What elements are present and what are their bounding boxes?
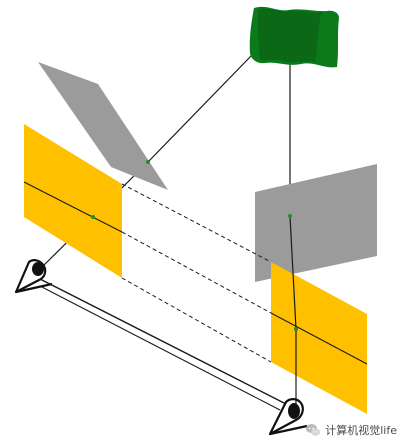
dashed-line-bottom [121, 277, 272, 363]
green-object-shade [258, 8, 322, 63]
watermark-text: 计算机视觉life [325, 423, 397, 437]
left-projection-line [147, 54, 253, 163]
right-gray-plane [255, 164, 377, 282]
left-eye-icon [14, 259, 53, 294]
watermark: 计算机视觉life [305, 421, 397, 439]
dashed-line-middle [121, 231, 272, 314]
baseline-line-lower [39, 285, 281, 411]
dashed-line-top [121, 183, 272, 263]
right-gray-point [288, 214, 292, 218]
left-yellow-horizontal-line [23, 181, 123, 233]
right-yellow-point [294, 327, 298, 331]
left-yellow-point [91, 215, 95, 219]
left-gray-point [146, 160, 150, 164]
right-yellow-horizontal-line [270, 312, 368, 365]
baseline-line [39, 278, 287, 405]
wechat-icon [305, 422, 321, 438]
left-gray-plane [38, 62, 168, 190]
right-plane-to-gray-line [289, 215, 297, 330]
right-eye-icon [268, 398, 308, 436]
left-yellow-plane [24, 124, 122, 278]
